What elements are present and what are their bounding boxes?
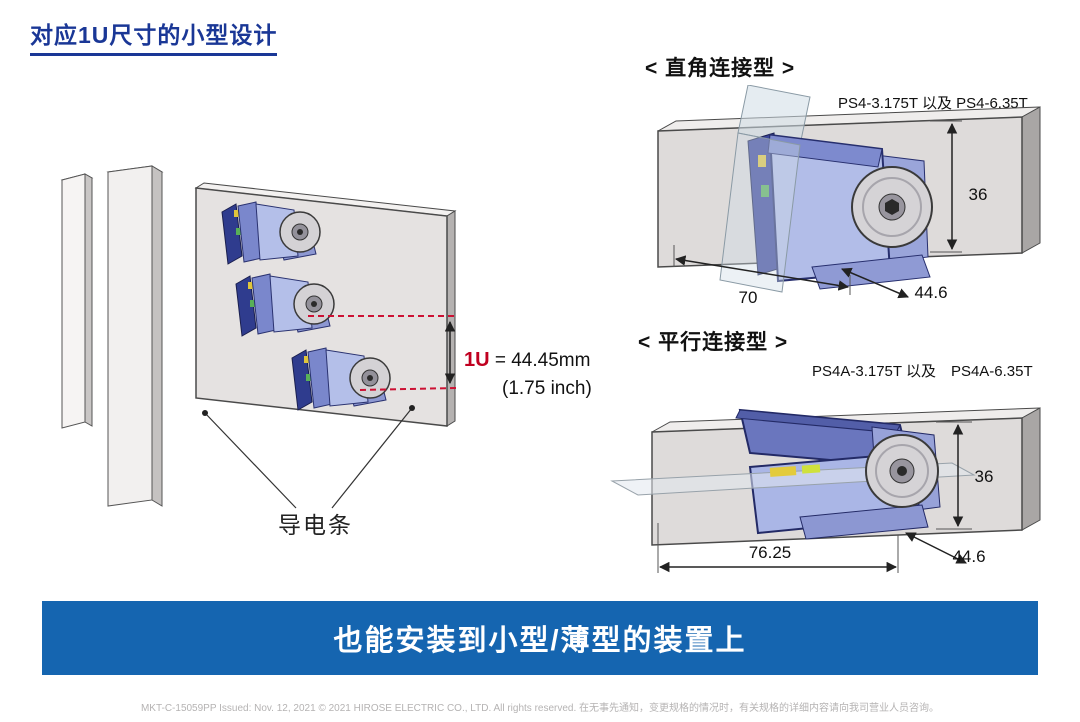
- page-title: 对应1U尺寸的小型设计: [30, 16, 278, 56]
- right-angle-models: PS4-3.175T 以及 PS4-6.35T: [838, 95, 1028, 112]
- busbar-pointers: [202, 405, 415, 509]
- parallel-illustration: 76.25 44.6 36: [600, 375, 1075, 590]
- dim-depth-p: 44.6: [952, 547, 986, 566]
- cam-icon: [851, 166, 933, 248]
- unit-label: 1U: [464, 349, 490, 371]
- dimension-lines: [673, 120, 962, 299]
- dimension-lines: [657, 421, 972, 573]
- parallel-connector: [610, 408, 976, 540]
- unit-value-inch: (1.75 inch): [502, 378, 592, 399]
- unit-value: = 44.45mm: [494, 350, 591, 371]
- unit-pitch-annotation: 1U = 44.45mm (1.75 inch): [464, 346, 592, 403]
- right-angle-heading: < 直角连接型 >: [645, 57, 796, 80]
- dim-height-ra: 36: [968, 185, 988, 204]
- pitch-dimension: [308, 315, 457, 391]
- dim-width-p: 76.25: [748, 543, 792, 562]
- glass-plate-bottom: [719, 132, 801, 293]
- parallel-models: PS4A-3.175T 以及 PS4A-6.35T: [812, 363, 1033, 380]
- cam-icon: [865, 434, 939, 508]
- right-angle-drawing: [657, 85, 1041, 299]
- bottom-banner: 也能安装到小型/薄型的装置上: [42, 601, 1038, 675]
- dim-width-ra: 70: [738, 288, 758, 307]
- dim-height-p: 36: [974, 467, 994, 486]
- side-boards: [60, 165, 164, 507]
- right-angle-illustration: 70 44.6 36: [630, 85, 1080, 330]
- rack-1u-drawing: [60, 165, 457, 509]
- dim-depth-ra: 44.6: [914, 283, 948, 302]
- parallel-heading: < 平行连接型 >: [638, 331, 789, 354]
- rack-1u-illustration: 1U = 44.45mm (1.75 inch) 导电条: [40, 150, 620, 580]
- busbar-label: 导电条: [278, 512, 353, 538]
- footer-note: MKT-C-15059PP Issued: Nov. 12, 2021 © 20…: [140, 703, 940, 714]
- parallel-drawing: [610, 407, 1041, 573]
